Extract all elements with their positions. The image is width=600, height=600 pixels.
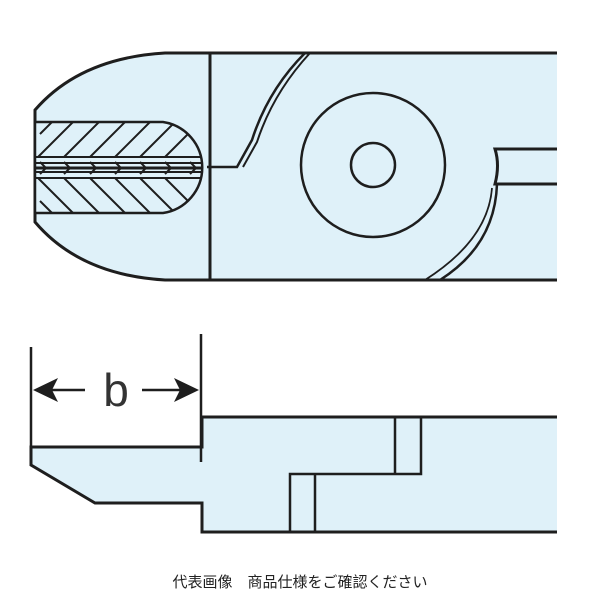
pivot-inner-circle	[349, 141, 397, 189]
arrow-right-icon	[174, 378, 199, 402]
dimension-label: b	[103, 364, 129, 416]
dimension-extension-lines	[29, 334, 203, 462]
side-view-inner-lines	[288, 417, 423, 532]
arrow-left-icon	[33, 378, 58, 402]
pivot-outer-circle	[299, 91, 447, 239]
caption: 代表画像 商品仕様をご確認ください	[172, 573, 428, 591]
handle-slot	[492, 147, 557, 186]
jaw-edge-curve	[207, 52, 306, 169]
handle-arc	[439, 183, 499, 282]
